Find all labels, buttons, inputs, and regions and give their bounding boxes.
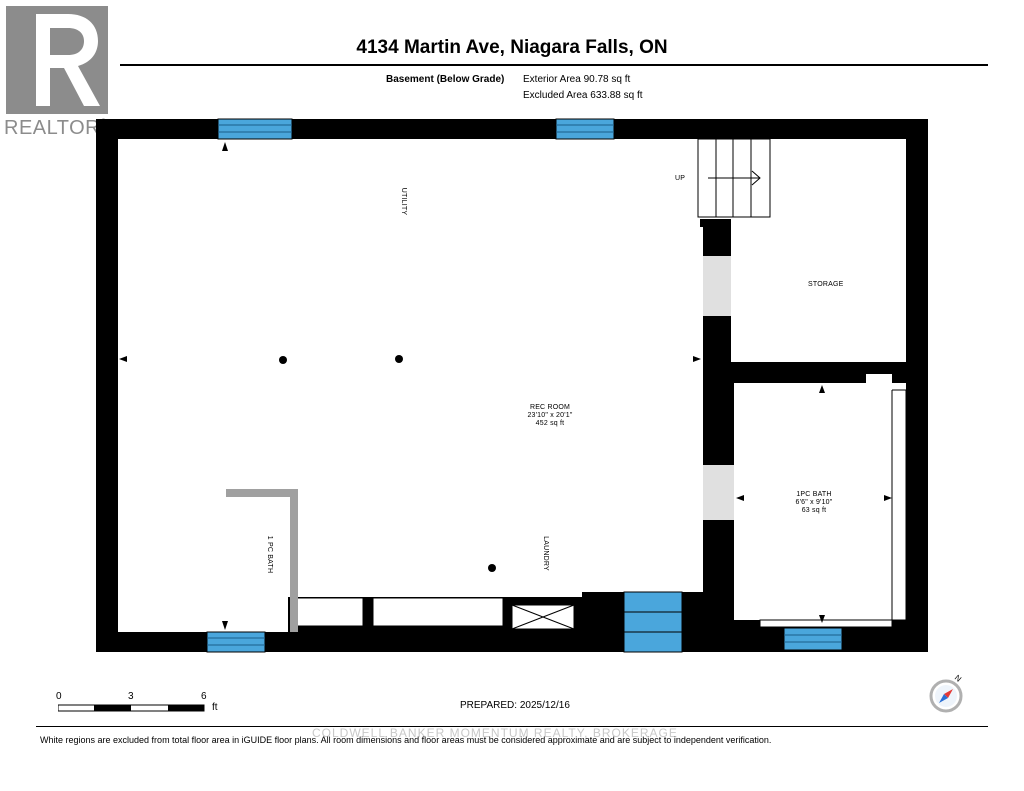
counter-right [372,597,504,627]
bath-bottom-line [759,619,893,628]
window-laundry-2 [623,611,683,633]
prepared-date: PREPARED: 2025/12/16 [460,700,570,711]
window-laundry-3 [623,631,683,653]
brokerage-watermark: COLDWELL BANKER MOMENTUM REALTY, BROKERA… [312,726,678,740]
wall-left [96,119,118,652]
wall-right [906,119,928,652]
compass-icon [929,679,963,713]
doorway-bath [703,465,734,520]
rec-room-name: REC ROOM [529,404,571,411]
bath-area: 63 sq ft [801,507,827,514]
bath-room [734,383,892,620]
realtor-wordmark-text: REALTOR [4,117,101,139]
window-top-left [217,118,293,140]
excluded-area-label: Excluded Area 633.88 sq ft [523,90,643,101]
bath-label: 1PC BATH 6'6" x 9'10" 63 sq ft [772,491,856,515]
bath-name: 1PC BATH [796,491,832,498]
realtor-logo [6,6,110,114]
footer-divider [36,726,988,727]
scale-label-6: 6 [201,691,207,702]
bath-right-strip [891,389,907,621]
window-bottom-left [206,631,266,653]
bath-corner-box [866,374,892,390]
rec-room-label: REC ROOM 23'10" x 20'1" 452 sq ft [500,404,600,428]
window-laundry-1 [623,591,683,613]
wall-top [96,119,928,139]
partition-wall [226,489,298,632]
bath-dims: 6'6" x 9'10" [795,499,833,506]
utility-label: UTILITY [400,187,408,216]
stair-up-label: UP [675,175,686,182]
wall-storage-bath [703,362,928,383]
post-3 [488,564,496,572]
scale-label-3: 3 [128,691,134,702]
page-title: 4134 Martin Ave, Niagara Falls, ON [356,37,668,58]
window-top-right [555,118,615,140]
doorway-storage [703,256,731,316]
window-bottom-right [783,627,843,651]
counter-left [296,597,364,627]
scale-label-0: 0 [56,691,62,702]
rec-room-dims: 23'10" x 20'1" [527,412,573,419]
post-2 [395,355,403,363]
scale-unit: ft [212,702,218,713]
scale-bar [58,704,205,712]
post-1 [279,356,287,364]
level-label: Basement (Below Grade) [386,74,505,85]
rec-room-area: 452 sq ft [535,420,565,427]
bath-side-label: 1 PC BATH [266,535,274,574]
header-divider [120,64,988,66]
laundry-label: LAUNDRY [541,536,549,571]
exterior-area-label: Exterior Area 90.78 sq ft [523,74,631,85]
storage-label: STORAGE [808,281,844,288]
disclaimer-text: White regions are excluded from total fl… [40,735,772,745]
realtor-logo-mark [6,6,108,114]
